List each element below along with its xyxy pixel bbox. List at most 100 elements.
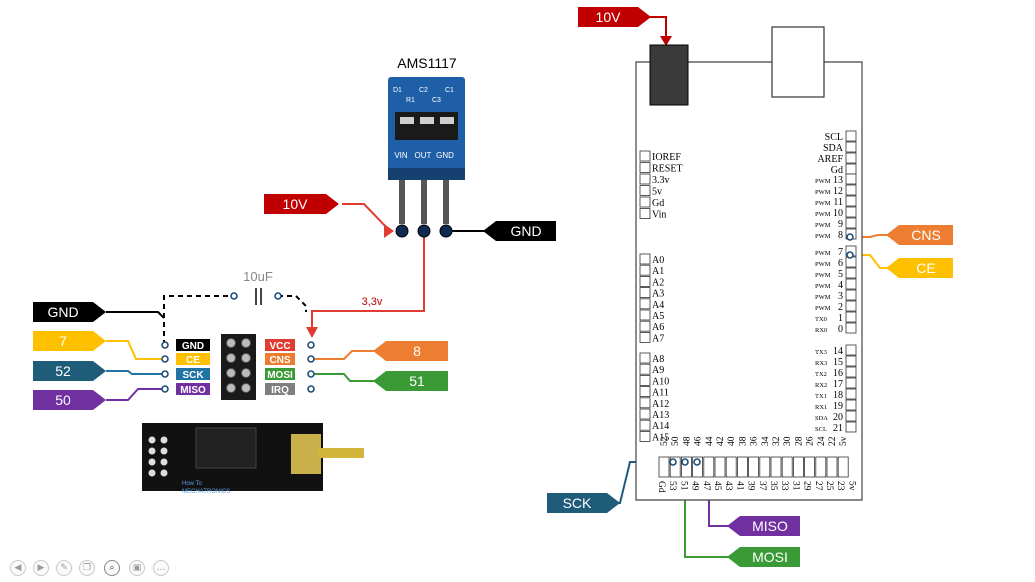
- bottom-top-label: 38: [738, 436, 748, 446]
- back-icon[interactable]: ◀: [10, 560, 26, 576]
- tag-right-51: 51: [373, 371, 448, 391]
- tag-sck-arduino-shape: [547, 493, 620, 513]
- header-cell: [725, 456, 737, 478]
- analog-label-b: A12: [652, 399, 669, 410]
- digital-pin-label: 7: [838, 247, 843, 258]
- header-cell: [845, 322, 857, 334]
- bottom-bottom-label: Gd: [656, 481, 666, 493]
- module-left-pin-dot: [161, 385, 169, 393]
- header-cell: [815, 456, 827, 478]
- capacitor-pin: [274, 292, 282, 300]
- bottom-bottom-label: 29: [802, 481, 812, 491]
- header-pin: [226, 368, 236, 378]
- pwm-pin-label-prefix: PWM: [815, 222, 831, 229]
- digital-pin-label: 0: [838, 324, 843, 335]
- bottom-top-label: 32: [772, 436, 782, 446]
- tag-gnd-regulator-shape: [483, 221, 556, 241]
- regulator-silk: C3: [432, 97, 441, 104]
- arduino-outline: [635, 61, 863, 501]
- tag-ce-arduino-label: CE: [916, 260, 935, 276]
- module-pin-sck: [176, 368, 210, 380]
- tag-cns-arduino: CNS: [886, 225, 953, 245]
- digital-pin-label: 2: [838, 302, 843, 313]
- bottom-bottom-label: 47: [701, 481, 711, 491]
- more-icon[interactable]: …: [153, 560, 169, 576]
- regulator-leg: [399, 180, 405, 224]
- module-pin-label: MISO: [180, 385, 206, 396]
- comm-pin-label-prefix: RX1: [815, 404, 827, 411]
- digital-pin-label-prefix: PWM: [815, 261, 831, 268]
- search-icon[interactable]: ⌕: [104, 560, 120, 576]
- wire-cap-vcc: [278, 295, 307, 312]
- tag-miso-arduino-label: MISO: [752, 518, 788, 534]
- header-cell: [639, 352, 651, 364]
- capacitor-pin: [230, 292, 238, 300]
- regulator-leg: [443, 180, 449, 224]
- top-header-label: Gd: [831, 165, 843, 176]
- digital-pin-label-prefix: TX0: [815, 316, 827, 323]
- antenna-connector: [291, 434, 321, 474]
- copy-icon[interactable]: ❐: [79, 560, 95, 576]
- comm-pin-label-prefix: SCL: [815, 426, 827, 433]
- camera-icon[interactable]: ▣: [129, 560, 145, 576]
- digital-pin-label: 5: [838, 269, 843, 280]
- pwm-pin-label-prefix: PWM: [815, 189, 831, 196]
- header-cell: [639, 430, 651, 442]
- bottom-top-label: 40: [727, 436, 737, 446]
- top-header-label: SDA: [823, 143, 844, 154]
- module-right-pin-dot: [307, 341, 315, 349]
- tag-left-50-shape: [33, 390, 106, 410]
- bottom-top-label: 44: [705, 436, 715, 446]
- digital-pin-label-prefix: PWM: [815, 272, 831, 279]
- header-pin: [241, 383, 251, 393]
- board-pin-hole: [148, 436, 156, 444]
- header-cell: [639, 185, 651, 196]
- tag-left-GND-shape: [33, 302, 106, 322]
- digital-pin-label-prefix: PWM: [815, 283, 831, 290]
- tag-10v-regulator-shape: [264, 194, 339, 214]
- bottom-bottom-label: 53: [667, 481, 677, 491]
- header-pin: [241, 368, 251, 378]
- header-cell: [714, 456, 726, 478]
- board-pin-hole: [160, 469, 168, 477]
- digital-pin-label: 3: [838, 291, 843, 302]
- bottom-top-label: 30: [783, 436, 793, 446]
- forward-icon[interactable]: ▶: [33, 560, 49, 576]
- tag-10v-arduino-shape: [578, 7, 651, 27]
- analog-label-a: A7: [652, 333, 664, 344]
- module-pin-label: MOSI: [267, 370, 293, 381]
- tag-right-51-shape: [373, 371, 448, 391]
- capacitor-label: 10uF: [243, 269, 273, 284]
- regulator-chip: [395, 112, 458, 140]
- header-cell: [639, 287, 651, 299]
- tag-left-50-label: 50: [55, 392, 71, 408]
- header-cell: [737, 456, 748, 478]
- header-cell: [639, 298, 651, 310]
- header-cell: [639, 264, 651, 276]
- bottom-top-label: 24: [817, 436, 827, 446]
- header-cell: [845, 421, 857, 433]
- header-cell: [703, 456, 715, 478]
- pen-icon[interactable]: ✎: [56, 560, 72, 576]
- smd-part: [420, 117, 434, 124]
- analog-label-a: A5: [652, 311, 664, 322]
- analog-label-b: A15: [652, 432, 669, 443]
- bottom-top-label: 26: [806, 436, 816, 446]
- pwm-pin-label: 8: [838, 230, 843, 241]
- header-cell: [639, 386, 651, 398]
- regulator-pin-label: OUT: [415, 151, 432, 160]
- analog-label-a: A4: [652, 300, 664, 311]
- digital-pin-label-prefix: PWM: [815, 250, 831, 257]
- power-header-label: Gd: [652, 198, 664, 209]
- tag-left-52-shape: [33, 361, 106, 381]
- tag-sck-arduino-label: SCK: [563, 495, 592, 511]
- tag-left-GND: GND: [33, 302, 106, 322]
- pin-7-dot: [846, 251, 854, 259]
- module-pin-mosi: [265, 368, 295, 380]
- header-cell: [639, 331, 651, 343]
- wire-miso: [106, 388, 163, 401]
- header-pin: [241, 353, 251, 363]
- digital-pin-label: 6: [838, 258, 843, 269]
- header-cell: [681, 456, 692, 478]
